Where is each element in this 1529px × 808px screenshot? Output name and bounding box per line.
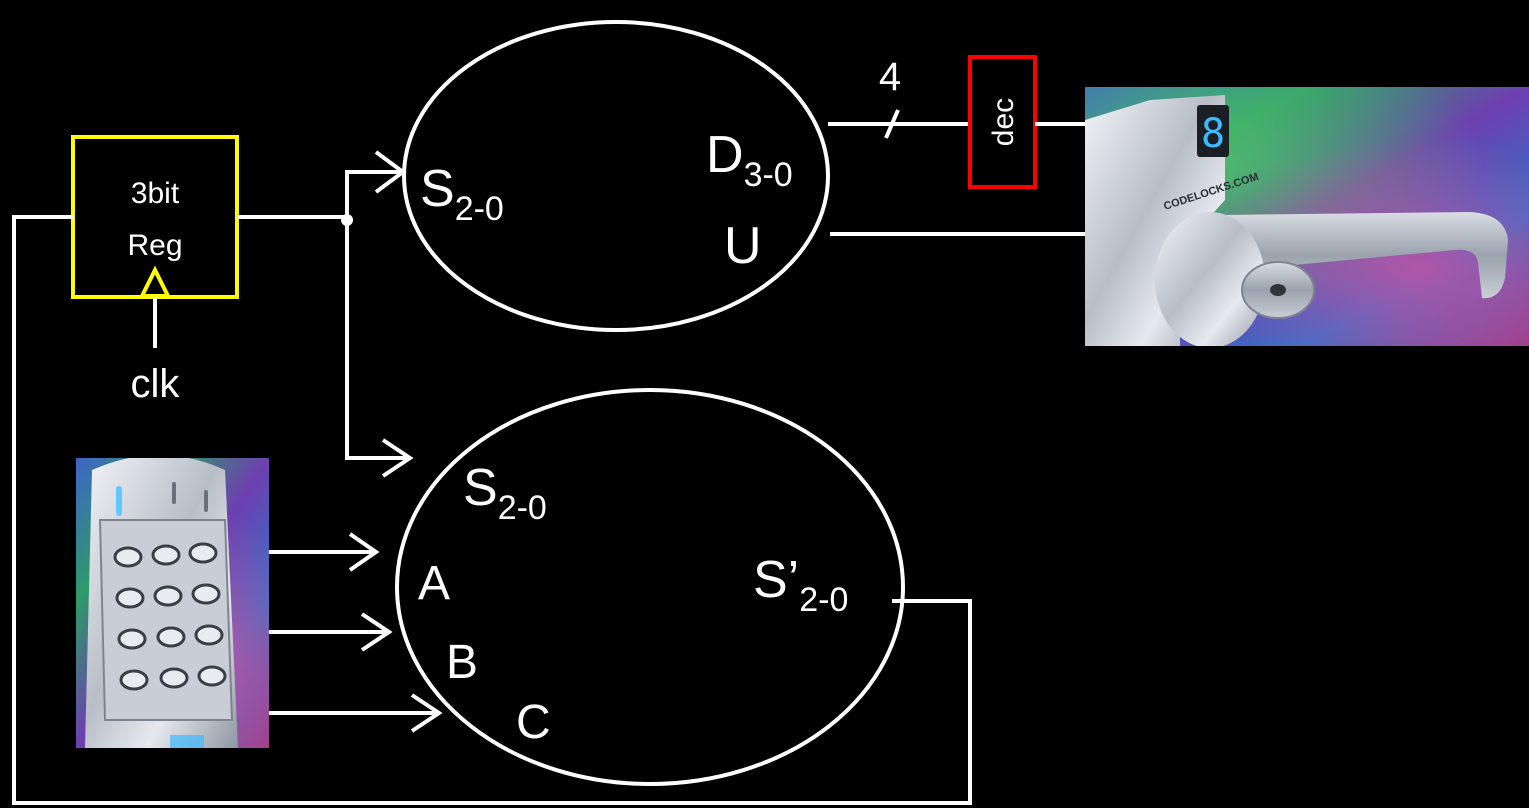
next-state-logic-state-label: S2-0 <box>463 459 547 527</box>
keypad-photo <box>76 458 269 748</box>
lock-digit-display: 8 <box>1201 111 1225 157</box>
next-state-output-label: S’2-0 <box>753 551 848 619</box>
keypad-buttons <box>113 542 227 691</box>
door-lock-photo: 8 CODELOCKS.COM <box>1085 87 1529 346</box>
arrow-head-icon <box>360 612 393 652</box>
state-to-output-logic-wire <box>345 170 403 220</box>
arrow-head-icon <box>381 438 414 478</box>
arrow-head-icon <box>348 532 380 572</box>
clock-triangle-icon <box>138 265 172 298</box>
register-label-line1: 3bit <box>131 177 180 210</box>
input-b-label: B <box>446 636 478 689</box>
arrow-head-icon <box>410 693 443 733</box>
next-state-logic-ellipse <box>395 388 905 786</box>
output-logic-display-output-label: D3-0 <box>706 126 793 194</box>
register: 3bit Reg <box>71 135 239 299</box>
state-to-next-state-logic-wire <box>345 220 410 460</box>
output-logic-state-input-label: S2-0 <box>420 160 504 228</box>
decoder-box <box>968 55 1037 189</box>
output-logic-ellipse <box>402 20 830 332</box>
input-a-label: A <box>418 557 450 610</box>
feedback-loop-wire <box>12 215 972 805</box>
register-label-line2: Reg <box>127 229 182 262</box>
output-logic-unlock-label: U <box>724 217 762 275</box>
bus-width-slash <box>884 109 900 139</box>
bus-width-label: 4 <box>879 55 901 99</box>
input-c-label: C <box>516 696 551 749</box>
decoder-label: dec <box>987 98 1020 146</box>
clock-label: clk <box>131 362 181 406</box>
